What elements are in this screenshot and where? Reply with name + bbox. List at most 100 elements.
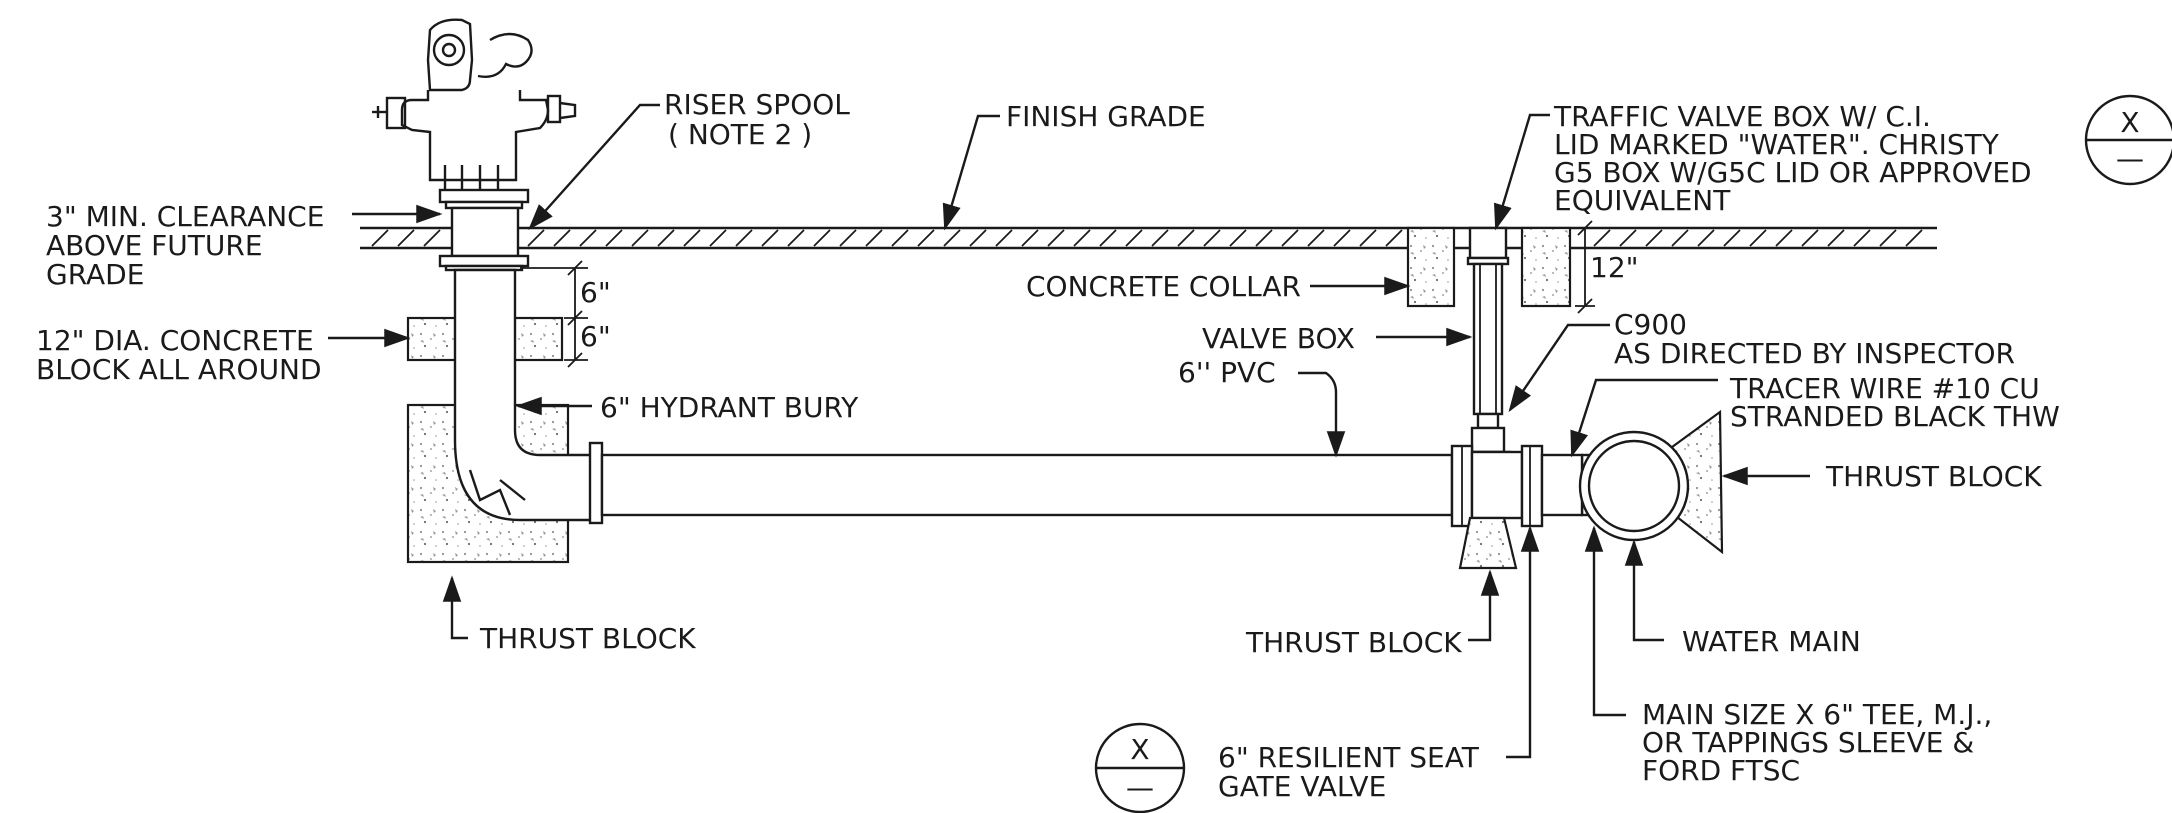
grade-hatch-mark [1827,229,1845,247]
tee-label-line2: OR TAPPINGS SLEEVE & [1642,726,1974,759]
grade-hatch-mark [1359,229,1377,247]
thrust-block-mid-label: THRUST BLOCK [1245,626,1462,659]
finish-grade-label: FINISH GRADE [1006,100,1206,133]
grade-hatch-mark [1281,229,1299,247]
callout-labels: RISER SPOOL ( NOTE 2 ) FINISH GRADE 3" M… [36,88,2060,803]
dimension-12in: 12" [1590,251,1639,284]
grade-hatch-mark [1177,229,1195,247]
grade-hatch-mark [787,229,805,247]
grade-hatch-mark [1749,229,1767,247]
grade-hatch-mark [579,229,597,247]
valve-box-assembly [1406,226,1584,570]
grade-hatch-mark [969,229,987,247]
pvc-label: 6'' PVC [1178,356,1276,389]
grade-hatch-mark [735,229,753,247]
thrust-block-left-label: THRUST BLOCK [479,622,696,655]
tracer-wire-label-line1: TRACER WIRE #10 CU [1729,372,2040,405]
grade-hatch-mark [1307,229,1325,247]
pvc-pipe [600,453,1606,517]
water-main-label: WATER MAIN [1682,625,1861,658]
clearance-label-line2: ABOVE FUTURE [46,229,263,262]
traffic-box-label-line3: G5 BOX W/G5C LID OR APPROVED [1554,156,2032,189]
tee-label-line1: MAIN SIZE X 6" TEE, M.J., [1642,698,1992,731]
grade-hatch-mark [1203,229,1221,247]
section-bubble-top: X — [2084,94,2172,186]
clearance-label-line3: GRADE [46,258,144,291]
grade-hatch-mark [1021,229,1039,247]
hydrant-bury-label: 6" HYDRANT BURY [600,391,859,424]
concrete-block-label-line1: 12" DIA. CONCRETE [36,324,314,357]
grade-hatch-mark [1047,229,1065,247]
section-bubble-top-sheet: — [2116,142,2144,175]
c900-label-line2: AS DIRECTED BY INSPECTOR [1614,337,2015,370]
grade-hatch-mark [1697,229,1715,247]
grade-hatch-mark [371,229,389,247]
valve-box-label: VALVE BOX [1202,322,1355,355]
grade-hatch-mark [709,229,727,247]
grade-hatch-mark [839,229,857,247]
finish-grade-line [360,226,1937,250]
grade-hatch-mark [1775,229,1793,247]
concrete-collar-right [1520,226,1572,308]
grade-hatch-mark [1879,229,1897,247]
grade-hatch-mark [1255,229,1273,247]
grade-hatch-mark [553,229,571,247]
grade-hatch-mark [1723,229,1741,247]
grade-hatch-mark [917,229,935,247]
c900-label-line1: C900 [1614,308,1687,341]
tracer-wire-label-line2: STRANDED BLACK THW [1730,400,2060,433]
tee-label-line3: FORD FTSC [1642,754,1800,787]
grade-hatch-mark [1125,229,1143,247]
grade-hatch-mark [527,229,545,247]
clearance-label-line1: 3" MIN. CLEARANCE [46,200,324,233]
grade-hatch-mark [891,229,909,247]
traffic-box-label-line1: TRAFFIC VALVE BOX W/ C.I. [1553,100,1931,133]
dimension-6in-lower: 6" [580,320,611,353]
grade-hatch-mark [995,229,1013,247]
riser-spool-label: RISER SPOOL [664,88,850,121]
dimension-6in-upper: 6" [580,276,611,309]
concrete-collar-left [1406,226,1456,308]
water-main-tee [1578,409,1724,555]
grade-hatch-mark [631,229,649,247]
section-bubble-bottom: X — [1094,722,1186,813]
grade-hatch-mark [865,229,883,247]
grade-hatch-mark [1333,229,1351,247]
grade-hatch-mark [1905,229,1923,247]
traffic-box-label-line4: EQUIVALENT [1554,184,1731,217]
grade-hatch-mark [1671,229,1689,247]
thrust-block-valve [1458,516,1518,570]
grade-hatch-mark [683,229,701,247]
hydrant-bury-pipe [453,268,604,525]
grade-hatch-mark [1853,229,1871,247]
grade-hatch-mark [1619,229,1637,247]
gate-valve-label-line1: 6" RESILIENT SEAT [1218,741,1480,774]
grade-hatch-mark [1593,229,1611,247]
grade-hatch-mark [1099,229,1117,247]
grade-hatch-mark [1801,229,1819,247]
grade-hatch-mark [1151,229,1169,247]
grade-hatch-mark [423,229,441,247]
grade-hatch-mark [1645,229,1663,247]
grade-hatch-mark [943,229,961,247]
grade-hatch-mark [1073,229,1091,247]
riser-spool-note: ( NOTE 2 ) [668,118,812,151]
concrete-collar-label: CONCRETE COLLAR [1026,270,1301,303]
thrust-block-right-label: THRUST BLOCK [1825,460,2042,493]
fire-hydrant [372,18,577,272]
section-bubble-bottom-letter: X [1130,733,1149,766]
leader-lines [328,103,1810,759]
grade-hatch-mark [761,229,779,247]
grade-hatch-mark [1385,229,1403,247]
grade-hatch-mark [813,229,831,247]
gate-valve-label-line2: GATE VALVE [1218,770,1386,803]
traffic-box-label-line2: LID MARKED "WATER". CHRISTY [1554,128,2000,161]
concrete-block-label-line2: BLOCK ALL AROUND [36,353,322,386]
grade-hatch-mark [1229,229,1247,247]
grade-hatch-mark [657,229,675,247]
grade-hatch-mark [605,229,623,247]
section-bubble-bottom-sheet: — [1126,771,1154,804]
dimension-marks [520,220,1595,368]
